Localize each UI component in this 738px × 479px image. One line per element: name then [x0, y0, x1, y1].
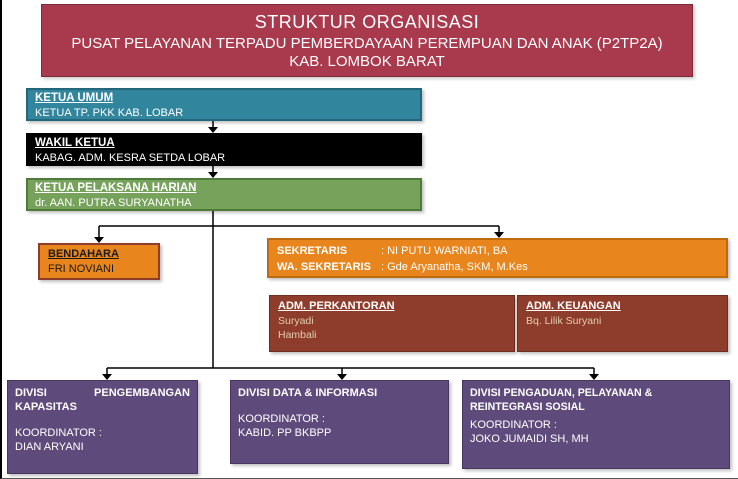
bendahara-title: BENDAHARA — [48, 248, 119, 260]
bendahara-name: FRI NOVIANI — [48, 263, 115, 275]
sekretaris-label: SEKRETARIS — [277, 245, 348, 257]
wakil-ketua-name: KABAG. ADM. KESRA SETDA LOBAR — [35, 152, 226, 164]
ketua-umum-title: KETUA UMUM — [35, 92, 114, 104]
chart-title-line3: KAB. LOMBOK BARAT — [289, 52, 445, 70]
wa-sekretaris-row: WA. SEKRETARIS : Gde Aryanatha, SKM, M.K… — [277, 259, 718, 275]
chart-title-line2: PUSAT PELAYANAN TERPADU PEMBERDAYAAN PER… — [71, 34, 663, 52]
box-wakil-ketua: WAKIL KETUA KABAG. ADM. KESRA SETDA LOBA… — [26, 133, 422, 166]
ketua-pelaksana-title: KETUA PELAKSANA HARIAN — [35, 182, 197, 194]
divisi-data-koordinator-label: KOORDINATOR : — [238, 413, 325, 425]
divisi-kapasitas-koordinator-label: KOORDINATOR : — [15, 427, 102, 439]
box-divisi-pengaduan: DIVISI PENGADUAN, PELAYANAN & REINTEGRAS… — [462, 380, 730, 469]
adm-keuangan-name-1: Bq. Lilik Suryani — [526, 315, 602, 327]
box-ketua-umum: KETUA UMUM KETUA TP. PKK KAB. LOBAR — [26, 88, 422, 121]
divisi-data-title: DIVISI DATA & INFORMASI — [238, 387, 378, 399]
sekretaris-row: SEKRETARIS : NI PUTU WARNIATI, BA — [277, 243, 718, 259]
adm-keuangan-title: ADM. KEUANGAN — [526, 300, 621, 312]
divisi-pengaduan-title: DIVISI PENGADUAN, PELAYANAN & REINTEGRAS… — [470, 387, 653, 413]
ketua-umum-name: KETUA TP. PKK KAB. LOBAR — [35, 107, 184, 119]
box-divisi-pengembangan-kapasitas: DIVISI PENGEMBANGAN KAPASITAS KOORDINATO… — [7, 380, 198, 474]
wa-sekretaris-value: : Gde Aryanatha, SKM, M.Kes — [381, 261, 528, 273]
adm-perkantoran-name-1: Suryadi — [278, 315, 314, 327]
box-adm-keuangan: ADM. KEUANGAN Bq. Lilik Suryani — [517, 295, 728, 352]
divisi-kapasitas-koordinator-name: DIAN ARYANI — [15, 441, 84, 453]
wa-sekretaris-label: WA. SEKRETARIS — [277, 261, 371, 273]
adm-perkantoran-name-2: Hambali — [278, 329, 317, 341]
box-sekretaris: SEKRETARIS : NI PUTU WARNIATI, BA WA. SE… — [267, 238, 728, 278]
ketua-pelaksana-name: dr. AAN. PUTRA SURYANATHA — [35, 197, 192, 209]
adm-perkantoran-title: ADM. PERKANTORAN — [278, 300, 395, 312]
divisi-data-koordinator-name: KABID. PP BKBPP — [238, 427, 332, 439]
chart-title-box: STRUKTUR ORGANISASI PUSAT PELAYANAN TERP… — [41, 4, 693, 77]
sekretaris-value: : NI PUTU WARNIATI, BA — [381, 245, 508, 257]
chart-title-line1: STRUKTUR ORGANISASI — [254, 11, 480, 32]
divisi-kapasitas-title: DIVISI PENGEMBANGAN KAPASITAS — [15, 387, 190, 413]
wakil-ketua-title: WAKIL KETUA — [35, 137, 115, 149]
divisi-pengaduan-koordinator-name: JOKO JUMAIDI SH, MH — [470, 433, 589, 445]
box-divisi-data-informasi: DIVISI DATA & INFORMASI KOORDINATOR : KA… — [230, 380, 449, 464]
divisi-pengaduan-koordinator-label: KOORDINATOR : — [470, 419, 557, 431]
box-ketua-pelaksana-harian: KETUA PELAKSANA HARIAN dr. AAN. PUTRA SU… — [26, 178, 422, 211]
box-adm-perkantoran: ADM. PERKANTORAN Suryadi Hambali — [269, 295, 515, 352]
box-bendahara: BENDAHARA FRI NOVIANI — [38, 243, 160, 280]
